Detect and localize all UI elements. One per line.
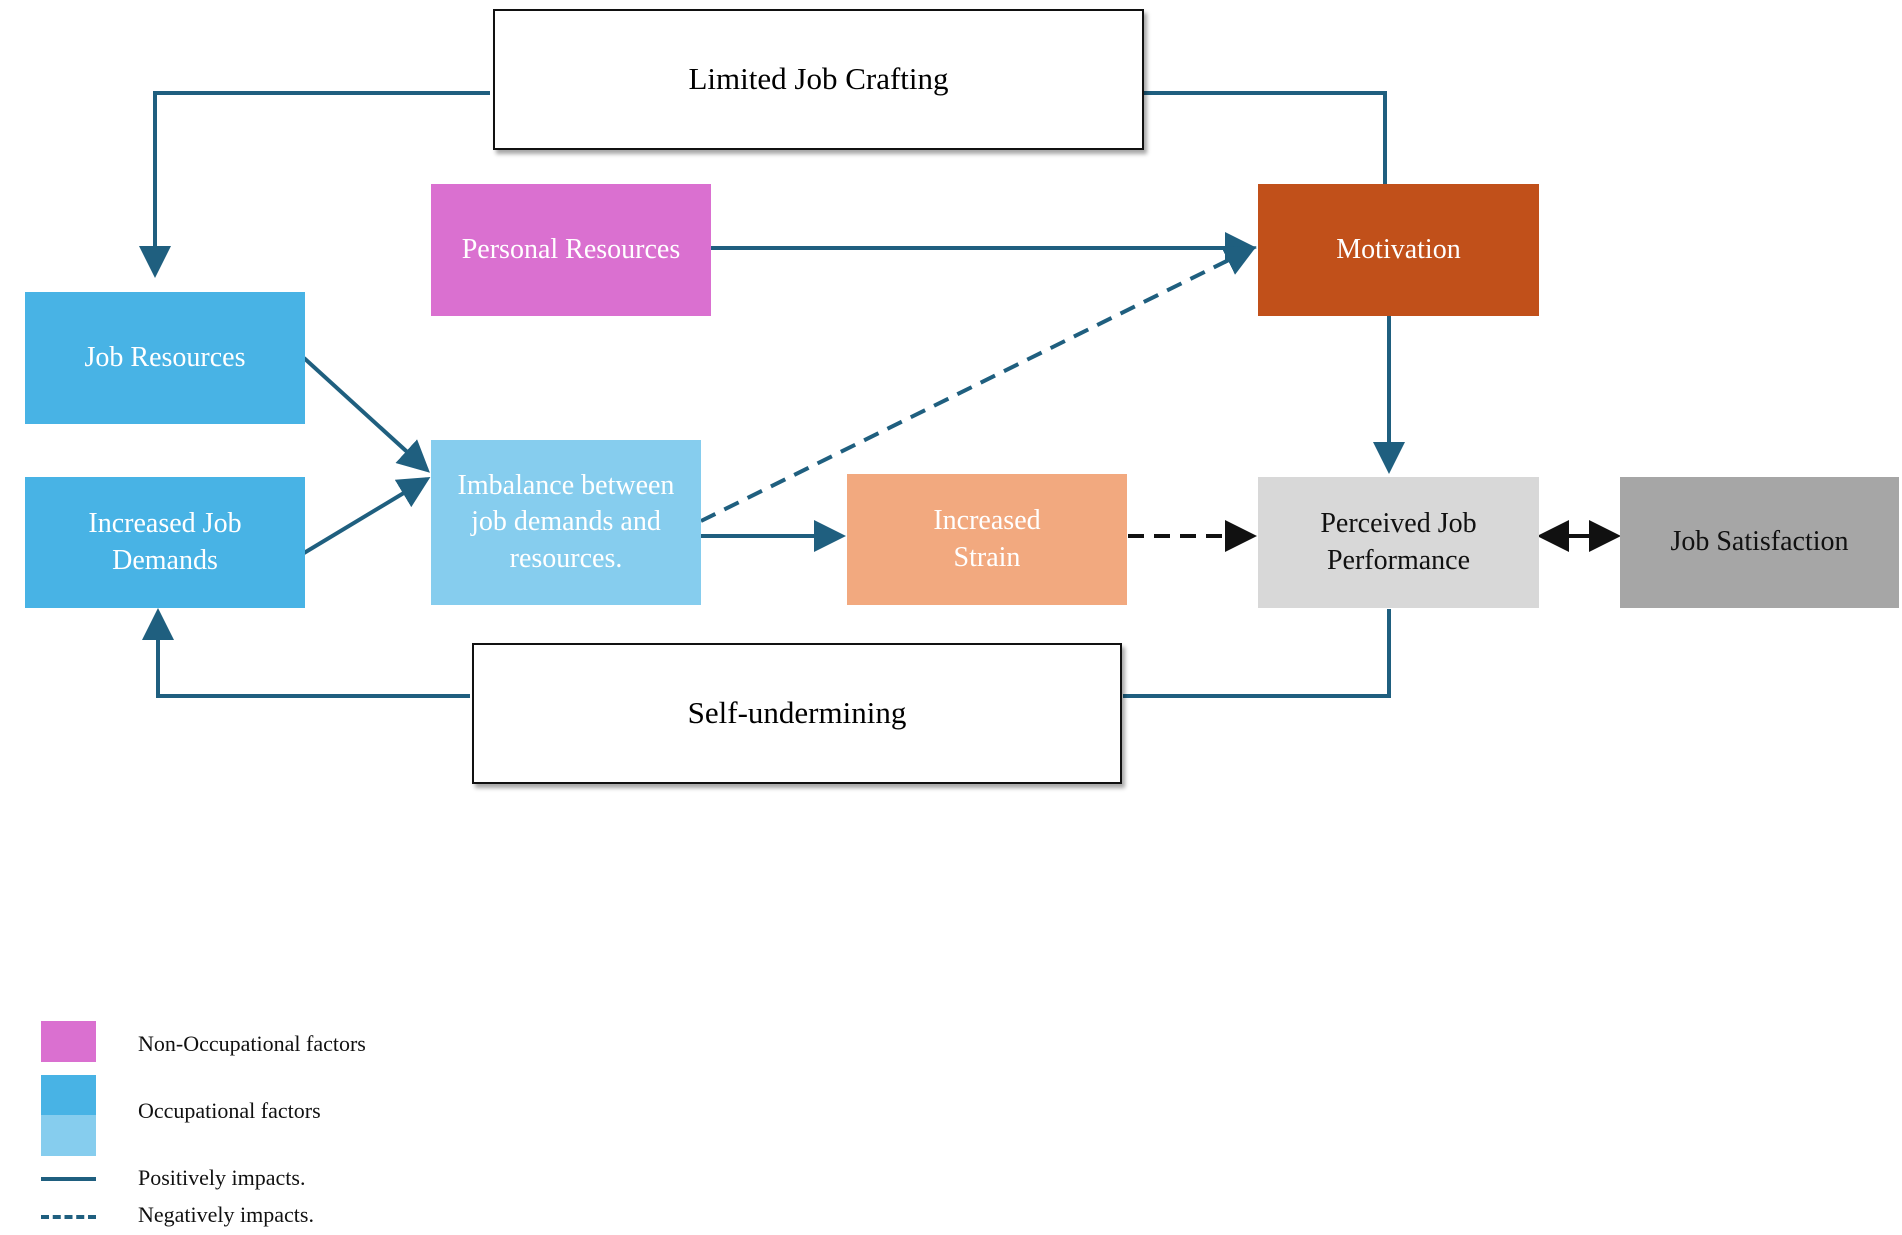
node-increased-job-demands: Increased Job Demands [25, 477, 305, 608]
node-motivation: Motivation [1258, 184, 1539, 316]
node-self-undermining-label: Self-undermining [687, 695, 907, 731]
node-personal-resources: Personal Resources [431, 184, 711, 316]
node-limited-job-crafting-label: Limited Job Crafting [688, 61, 949, 97]
node-job-resources-label: Job Resources [84, 341, 246, 373]
node-motivation-label: Motivation [1336, 233, 1461, 265]
node-self-undermining: Self-undermining [472, 643, 1122, 784]
edge-undermining-to-job-demands [142, 608, 470, 698]
node-imbalance-line-3: resources. [509, 542, 623, 574]
node-perceived-job-performance-line-1: Perceived Job [1320, 508, 1477, 540]
node-limited-job-crafting: Limited Job Crafting [493, 9, 1144, 150]
node-imbalance-line-1: Imbalance between [457, 469, 675, 501]
edge-motivation-to-crafting [1142, 91, 1387, 185]
node-job-satisfaction-label: Job Satisfaction [1670, 526, 1849, 558]
node-job-satisfaction: Job Satisfaction [1620, 477, 1899, 608]
node-perceived-job-performance: Perceived Job Performance [1258, 477, 1539, 608]
node-increased-strain-line-2: Strain [953, 541, 1021, 573]
node-increased-job-demands-line-1: Increased Job [88, 508, 242, 540]
edge-job-demands-to-imbalance [302, 476, 431, 555]
edge-job-resources-to-imbalance [302, 356, 430, 473]
node-job-resources: Job Resources [25, 292, 305, 424]
edge-crafting-to-job-resources [139, 91, 490, 278]
node-increased-job-demands-line-2: Demands [112, 544, 218, 576]
node-increased-strain-line-1: Increased [933, 505, 1041, 537]
node-increased-strain: Increased Strain [847, 474, 1127, 605]
node-imbalance: Imbalance between job demands and resour… [431, 440, 701, 605]
edge-performance-to-undermining [1123, 609, 1391, 698]
node-perceived-job-performance-line-2: Performance [1326, 544, 1471, 576]
node-imbalance-line-2: job demands and [471, 506, 661, 538]
node-personal-resources-label: Personal Resources [461, 233, 681, 265]
